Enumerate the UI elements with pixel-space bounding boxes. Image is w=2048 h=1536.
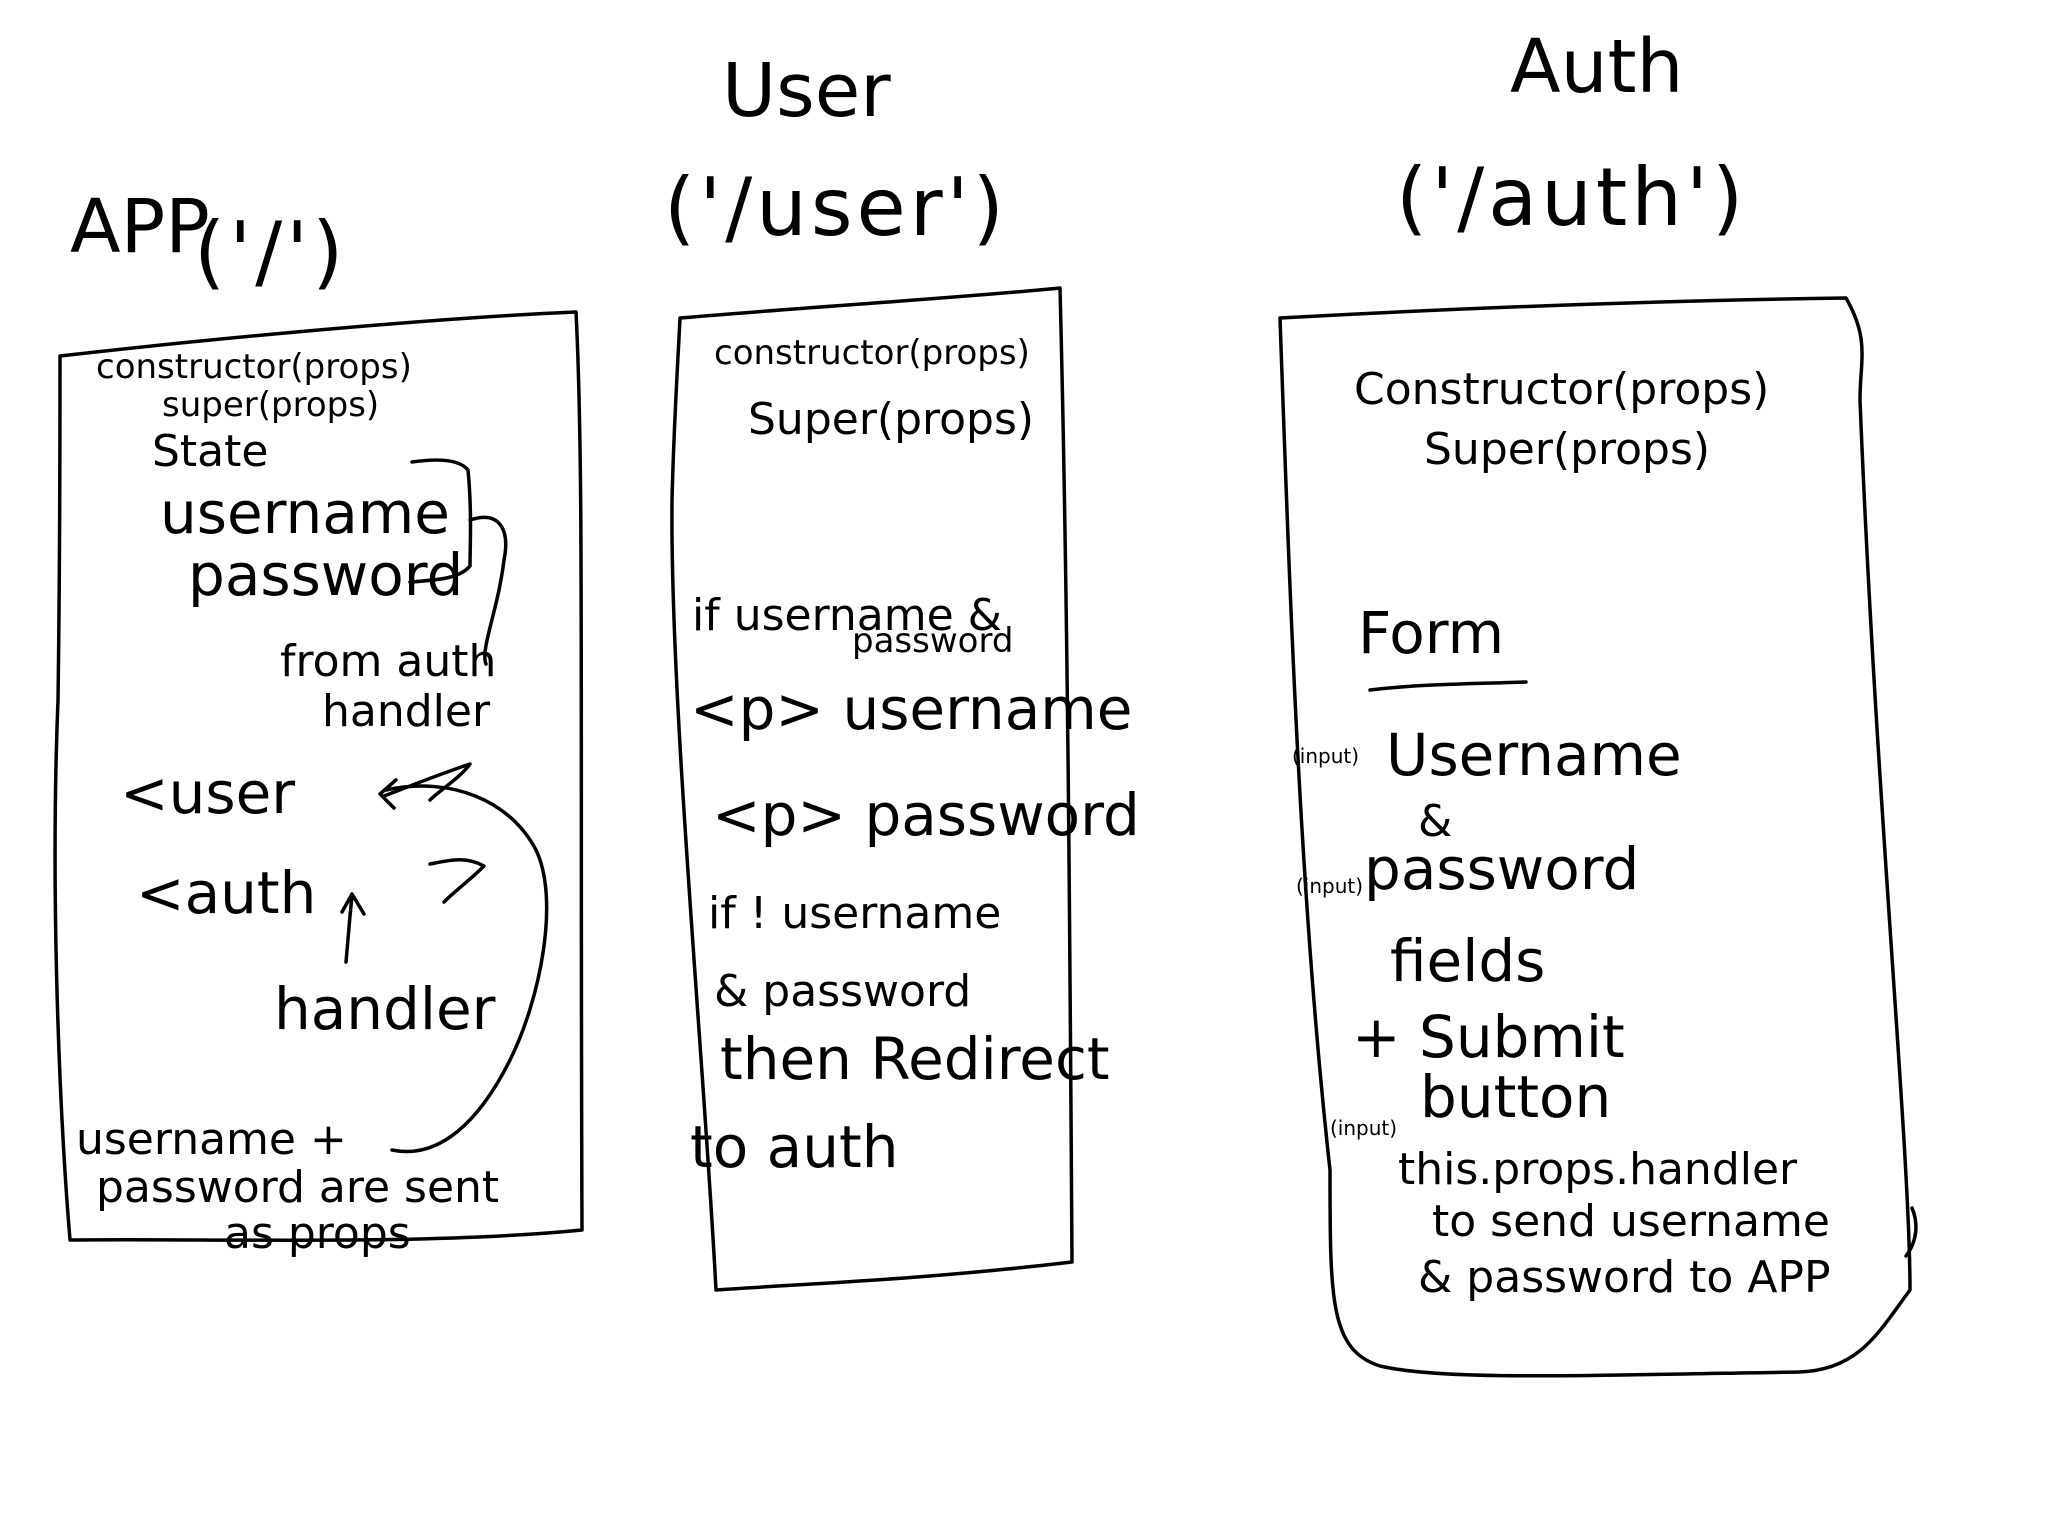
app-super: super(props) — [162, 385, 380, 425]
user-constructor: constructor(props) — [714, 333, 1030, 373]
user-p-username: <p> username — [690, 675, 1133, 743]
auth-button: button — [1420, 1063, 1612, 1131]
app-from-auth-handler: handler — [322, 686, 491, 737]
app-state: State — [152, 426, 269, 477]
app-note-line-1: username + — [76, 1114, 347, 1165]
auth-super: Super(props) — [1424, 424, 1711, 475]
auth-submit: + Submit — [1352, 1003, 1625, 1071]
auth-note-paren — [1904, 1206, 1918, 1258]
auth-input-label-1: (input) — [1292, 744, 1360, 768]
app-from-auth: from auth — [280, 636, 497, 687]
app-box — [53, 310, 584, 1243]
handler-up-arrow — [340, 892, 366, 964]
auth-amp: & — [1418, 796, 1453, 847]
app-user-tag: <user — [120, 759, 296, 827]
app-state-username: username — [160, 479, 450, 547]
auth-route: ('/auth') — [1396, 151, 1748, 244]
user-redirect-line-1: then Redirect — [720, 1025, 1110, 1093]
user-if-not-line-1: if ! username — [708, 888, 1002, 939]
user-title: User — [722, 48, 891, 134]
state-connector — [468, 515, 508, 666]
auth-input-label-3: (input) — [1330, 1116, 1398, 1140]
auth-box — [1278, 296, 1912, 1378]
form-underline — [1368, 680, 1528, 692]
handler-loop — [384, 784, 549, 1154]
user-if-line-2: password — [852, 621, 1014, 661]
app-state-password: password — [188, 541, 464, 609]
app-title: APP — [70, 184, 210, 270]
auth-title: Auth — [1510, 24, 1684, 110]
auth-note-line-2: to send username — [1432, 1196, 1830, 1247]
user-super: Super(props) — [748, 394, 1035, 445]
auth-username: Username — [1386, 721, 1682, 789]
auth-constructor: Constructor(props) — [1354, 364, 1770, 415]
user-box — [670, 286, 1074, 1292]
auth-note-line-3: & password to APP — [1418, 1252, 1831, 1303]
auth-arrow — [428, 858, 486, 904]
auth-form-heading: Form — [1358, 599, 1505, 667]
app-route: ('/') — [194, 205, 348, 298]
user-if-not-line-2: & password — [714, 966, 972, 1017]
auth-fields: fields — [1390, 927, 1546, 995]
app-note-line-2: password are sent — [96, 1162, 500, 1213]
auth-password: password — [1364, 835, 1640, 903]
auth-input-label-2: (input) — [1296, 874, 1364, 898]
state-bracket — [408, 458, 473, 584]
app-constructor: constructor(props) — [96, 347, 412, 387]
app-auth-tag: <auth — [136, 859, 317, 927]
user-route: ('/user') — [664, 161, 1008, 254]
user-p-password: <p> password — [712, 781, 1140, 849]
user-if-line-1: if username & — [692, 590, 1002, 641]
auth-note-line-1: this.props.handler — [1398, 1144, 1798, 1195]
user-redirect-line-2: to auth — [690, 1113, 899, 1181]
app-note-line-3: as props — [224, 1208, 411, 1259]
app-handler: handler — [274, 975, 496, 1043]
